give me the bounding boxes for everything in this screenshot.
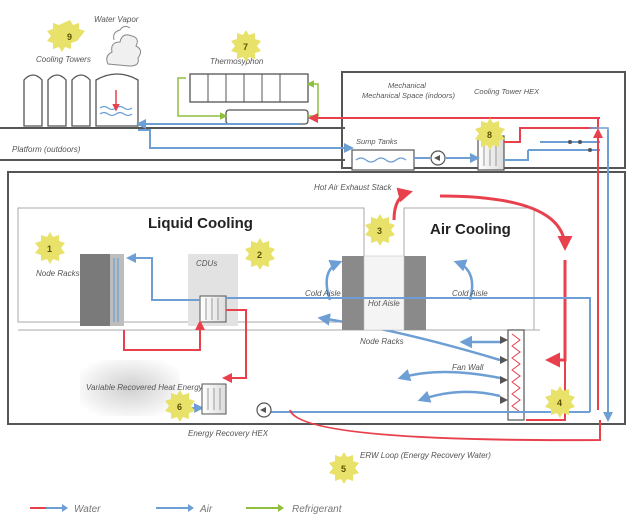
svg-text:Refrigerant: Refrigerant	[292, 504, 343, 515]
fan-wall	[500, 329, 525, 421]
node-racks-left	[80, 254, 124, 326]
svg-text:Air: Air	[199, 504, 213, 515]
cdus-label: CDUs	[196, 259, 217, 268]
badge-8: 8	[475, 118, 505, 150]
svg-text:2: 2	[257, 250, 262, 260]
badge-4: 4	[545, 386, 575, 418]
legend-water: Water	[30, 504, 101, 515]
badge-5: 5	[329, 452, 359, 484]
cdu-to-rack-water	[126, 253, 200, 301]
hex-red-in	[504, 118, 599, 143]
erw-pump-icon	[256, 402, 272, 418]
mechanical-space-label-1: Mechanical	[388, 81, 426, 90]
badge-9: 9	[47, 20, 85, 52]
platform-outdoors	[0, 127, 345, 161]
cooling-tower-hex-label: Cooling Tower HEX	[474, 87, 540, 96]
hot-air-to-fan	[439, 194, 573, 251]
exhaust-stack-air	[392, 187, 413, 221]
cooling-towers	[23, 73, 139, 127]
sump-tanks	[351, 149, 415, 171]
svg-text:6: 6	[177, 402, 182, 412]
water-vapor-cloud	[106, 25, 142, 67]
svg-text:8: 8	[487, 130, 492, 140]
cdu-unit	[188, 254, 238, 326]
hex-blue-out	[504, 150, 529, 161]
node-racks-center	[342, 255, 426, 331]
cold-aisle-right-label: Cold Aisle	[452, 289, 488, 298]
cold-aisle-right-air	[453, 259, 474, 301]
badge-1: 1	[35, 232, 65, 264]
variable-heat-label: Variable Recovered Heat Energy	[86, 383, 204, 392]
erw-return	[289, 409, 601, 442]
svg-text:7: 7	[243, 42, 248, 52]
badge-3: 3	[365, 214, 395, 246]
thermosyphon	[177, 73, 319, 125]
energy-recovery-hex	[201, 383, 227, 415]
hot-air-exhaust-label: Hot Air Exhaust Stack	[314, 183, 393, 192]
sump-tanks-label: Sump Tanks	[356, 137, 398, 146]
svg-text:1: 1	[47, 244, 52, 254]
hot-aisle-label: Hot Aisle	[368, 299, 400, 308]
fan-air-3	[397, 369, 501, 382]
mechanical-space-label: Mechanical Space (indoors)	[362, 91, 455, 100]
cooling-towers-label: Cooling Towers	[36, 55, 91, 64]
rack-to-cdu-water	[123, 320, 205, 351]
legend-air: Air	[156, 504, 213, 515]
svg-text:5: 5	[341, 464, 346, 474]
cdu-to-erhex-water	[222, 309, 247, 383]
erw-cdu-link	[226, 297, 591, 412]
air-cooling-title: Air Cooling	[430, 221, 511, 238]
tower-outlet-line	[138, 129, 354, 153]
sump-pump-icon	[430, 150, 446, 166]
thermosyphon-label: Thermosyphon	[210, 57, 264, 66]
badge-6: 6	[165, 390, 195, 422]
node-racks-left-label: Node Racks	[36, 269, 80, 278]
cold-aisle-left-label: Cold Aisle	[305, 289, 341, 298]
water-vapor-label: Water Vapor	[94, 15, 139, 24]
variable-heat-area	[80, 360, 180, 416]
platform-label: Platform (outdoors)	[12, 145, 81, 154]
mechanical-piping	[528, 140, 600, 152]
svg-text:Water: Water	[74, 504, 101, 515]
badge-2: 2	[245, 238, 275, 270]
fan-coil-return	[526, 360, 566, 421]
hot-air-down	[545, 260, 567, 368]
erw-loop-label: ERW Loop (Energy Recovery Water)	[360, 451, 491, 460]
svg-text:9: 9	[67, 32, 72, 42]
liquid-cooling-title: Liquid Cooling	[148, 215, 253, 232]
fan-air-2	[317, 313, 501, 362]
svg-text:3: 3	[377, 226, 382, 236]
legend: Water Air Refrigerant	[30, 504, 343, 515]
energy-recovery-hex-label: Energy Recovery HEX	[188, 429, 269, 438]
svg-text:4: 4	[557, 398, 562, 408]
cold-aisle-left-air	[325, 259, 343, 301]
riser-top	[590, 127, 609, 140]
legend-refrigerant: Refrigerant	[246, 504, 343, 515]
fan-air-4	[417, 390, 501, 403]
node-racks-center-label: Node Racks	[360, 337, 404, 346]
badge-7: 7	[231, 30, 261, 62]
fan-wall-label: Fan Wall	[452, 363, 484, 372]
